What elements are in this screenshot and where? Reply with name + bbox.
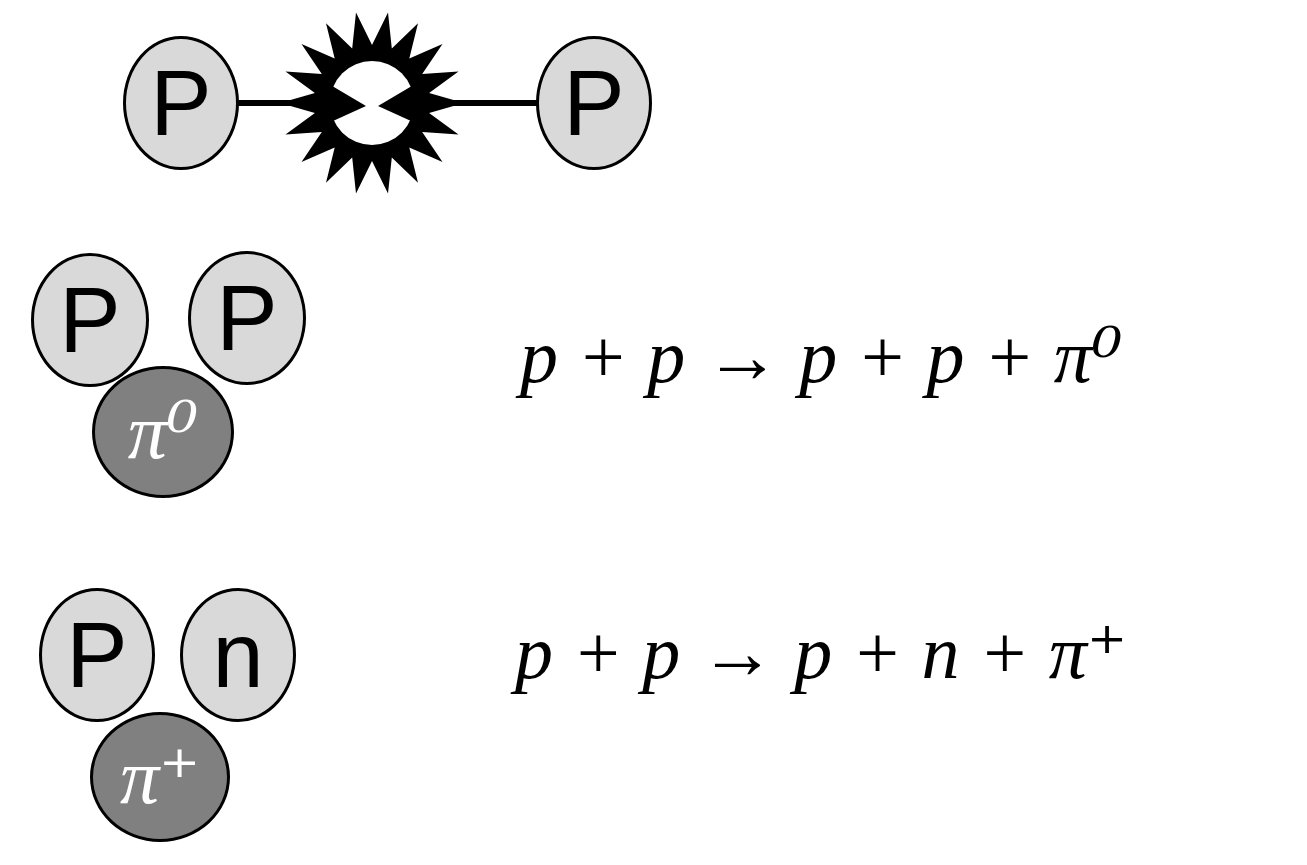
collision-burst	[280, 12, 464, 193]
arrow-head	[378, 80, 422, 126]
particle-symbol: P	[59, 274, 120, 366]
particle-symbol: P	[66, 609, 127, 701]
nucleon-circle: n	[180, 588, 296, 722]
nucleon-circle: P	[31, 253, 149, 387]
particle-symbol: P	[563, 57, 624, 149]
particle-symbol: π⁰	[128, 393, 198, 471]
reaction-equation: p + p → p + n + π⁺	[515, 614, 1127, 690]
nucleon-circle: P	[536, 36, 652, 170]
nucleon-circle: P	[188, 251, 306, 385]
reaction-equation: p + p → p + p + π⁰	[520, 318, 1122, 394]
arrow-head	[322, 80, 366, 126]
particle-symbol: n	[212, 609, 263, 701]
pion-circle: π⁰	[92, 366, 234, 498]
pion-circle: π⁺	[90, 712, 230, 842]
nucleon-circle: P	[39, 588, 155, 722]
particle-symbol: π⁺	[120, 738, 200, 816]
nucleon-circle: P	[123, 36, 239, 170]
particle-symbol: P	[150, 57, 211, 149]
particle-symbol: P	[216, 272, 277, 364]
